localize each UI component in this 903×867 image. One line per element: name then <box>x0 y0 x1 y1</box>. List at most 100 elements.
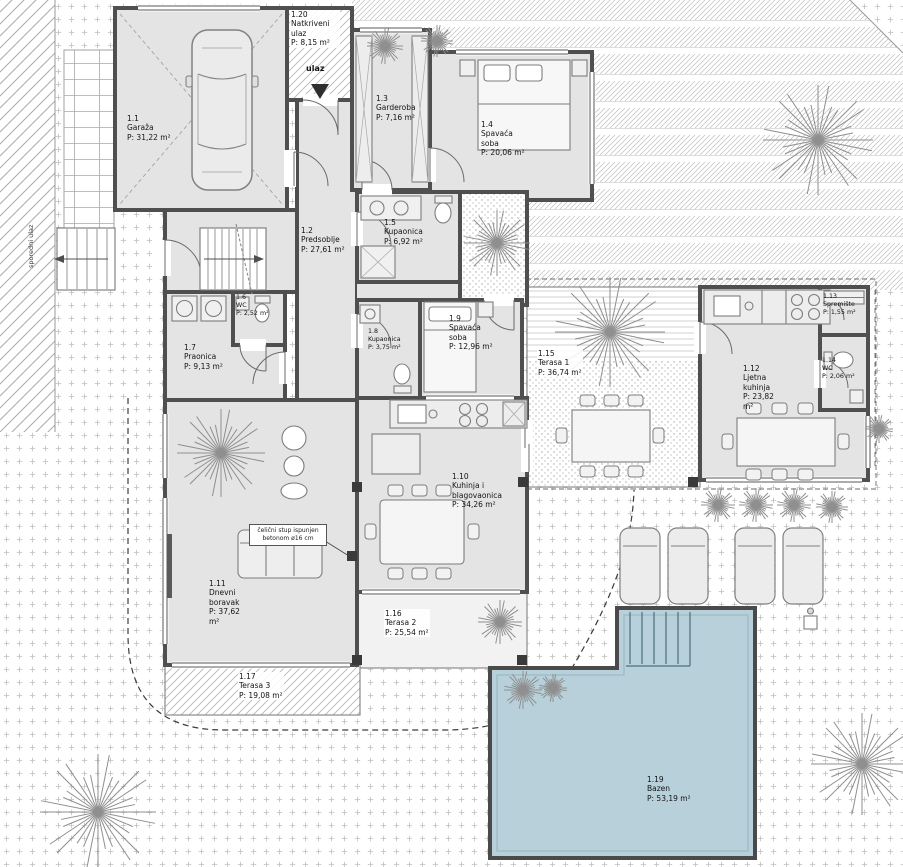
bed-2 <box>423 301 494 393</box>
room-number: 1.8 <box>368 328 379 335</box>
room-area: P: 2,52 m² <box>236 309 269 317</box>
room-name: Garderoba <box>376 103 416 113</box>
room-label-terrace-3: 1.17 Terasa 3 P: 19,08 m² <box>238 672 284 701</box>
room-area: P: 36,74 m² <box>538 367 582 377</box>
storage-shelf <box>823 290 865 305</box>
room-number: 1.2 <box>301 226 313 235</box>
furniture <box>54 13 865 630</box>
room-label-kitchen-dining: 1.10 Kuhinja i blagovaonica P: 34,26 m² <box>452 472 508 510</box>
terrace-table <box>555 394 665 478</box>
room-number: 1.4 <box>481 120 493 129</box>
room-area: P: 6,92 m² <box>384 236 423 246</box>
bathroom-2-fixtures <box>359 304 412 394</box>
room-area: P: 31,22 m² <box>127 132 171 142</box>
pool <box>488 606 757 860</box>
road-strip <box>0 0 56 432</box>
room-label-garage: 1.1 Garaža P: 31,22 m² <box>127 114 171 142</box>
room-name: Kupaonica <box>368 335 401 343</box>
room-name: Natkriveni ulaz <box>291 19 330 38</box>
wc-2-fixtures <box>823 351 864 404</box>
room-name: Praonica <box>184 352 217 362</box>
laundry-appliances <box>171 295 227 322</box>
wardrobe-closets <box>355 35 429 183</box>
room-label-bedroom-2: 1.9 Spavaća soba P: 12,96 m² <box>449 314 493 352</box>
bathroom-1-fixtures <box>360 195 453 279</box>
room-number: 1.12 <box>743 364 760 373</box>
room-name: Spavaća soba <box>481 129 513 148</box>
room-name: Terasa 1 <box>538 358 570 368</box>
room-area: P: 8,15 m² <box>291 38 330 48</box>
room-label-covered-entry: 1.20 Natkriveni ulaz P: 8,15 m² <box>290 10 340 48</box>
entrance-arrow-icon <box>311 84 329 99</box>
room-name: Kupaonica <box>384 227 423 237</box>
room-number: 1.6 <box>236 294 247 301</box>
room-area: P: 2,06 m² <box>822 372 855 380</box>
room-label-bedroom-1: 1.4 Spavaća soba P: 20,06 m² <box>481 120 525 158</box>
room-name: Dnevni boravak <box>209 588 240 607</box>
room-number: 1.3 <box>376 94 388 103</box>
room-name: Predsoblje <box>301 235 340 245</box>
note-leader-line <box>324 540 350 557</box>
car-icon <box>185 29 259 191</box>
room-number: 1.13 <box>823 293 838 300</box>
room-label-summer-kitchen: 1.12 Ljetna kuhinja P: 23,82 m² <box>743 364 783 411</box>
tv-icon <box>167 534 172 598</box>
room-label-living: 1.11 Dnevni boravak P: 37,62 m² <box>209 579 251 626</box>
side-entrance-label: sporedni ulaz <box>27 224 35 268</box>
room-number: 1.11 <box>209 579 226 588</box>
room-label-terrace-2: 1.16 Terasa 2 P: 25,54 m² <box>384 609 430 638</box>
room-name: WC <box>822 364 833 372</box>
deck-corner-line <box>849 0 903 54</box>
room-area: P: 34,26 m² <box>452 500 496 510</box>
bed-1 <box>459 59 588 151</box>
room-name: Bazen <box>647 784 671 794</box>
room-label-bathroom-2: 1.8 Kupaonica P: 3,75 m² <box>368 328 401 352</box>
room-area: P: 7,16 m² <box>376 112 415 122</box>
room-label-wardrobe: 1.3 Garderoba P: 7,16 m² <box>376 94 416 122</box>
room-number: 1.14 <box>822 357 837 364</box>
kitchen-counter <box>371 399 528 475</box>
doors <box>159 94 849 472</box>
entrance-label: ulaz <box>306 64 325 73</box>
room-area: P: 27,61 m² <box>301 244 345 254</box>
summer-kitchen-counter <box>703 289 831 325</box>
room-name: Ljetna kuhinja <box>743 373 771 392</box>
room-number: 1.9 <box>449 314 461 323</box>
room-area: P: 9,13 m² <box>184 361 223 371</box>
room-name: Terasa 2 <box>385 618 417 628</box>
pool-steps <box>626 612 691 667</box>
room-number: 1.20 <box>291 10 308 19</box>
room-label-laundry: 1.7 Praonica P: 9,13 m² <box>184 343 223 371</box>
room-number: 1.10 <box>452 472 469 481</box>
room-area: P: 37,62 m² <box>209 607 240 626</box>
room-label-wc-1: 1.6 WC P: 2,52 m² <box>236 294 269 318</box>
room-name: Kuhinja i blagovaonica <box>452 481 502 500</box>
room-name: Spavaća soba <box>449 323 481 342</box>
room-label-terrace-1: 1.15 Terasa 1 P: 36,74 m² <box>537 349 583 378</box>
room-number: 1.16 <box>385 609 402 618</box>
room-name: Terasa 3 <box>239 681 271 691</box>
room-area: P: 1,55 m² <box>823 308 856 316</box>
room-area: P: 12,96 m² <box>449 342 493 352</box>
room-name: WC <box>236 301 247 309</box>
coffee-tables <box>280 425 308 500</box>
room-number: 1.1 <box>127 114 139 123</box>
room-number: 1.19 <box>647 775 664 784</box>
room-label-wc-2: 1.14 WC P: 2,06 m² <box>822 357 855 381</box>
dining-table <box>364 484 480 580</box>
exterior-stairs <box>54 227 116 291</box>
room-label-hall: 1.2 Predsoblje P: 27,61 m² <box>301 226 345 254</box>
room-name: Spremište <box>823 300 855 308</box>
room-label-storage: 1.13 Spremište P: 1,55 m² <box>823 293 856 317</box>
room-label-pool: 1.19 Bazen P: 53,19 m² <box>647 775 691 803</box>
room-hall-corridor <box>357 282 460 300</box>
room-area: P: 19,08 m² <box>239 690 283 700</box>
wc-1-fixtures <box>235 295 271 323</box>
room-area: P: 25,54 m² <box>385 627 429 637</box>
room-number: 1.17 <box>239 672 256 681</box>
paver-strip <box>63 49 115 233</box>
outdoor-shower-icon <box>803 607 818 630</box>
room-hall <box>295 98 359 422</box>
room-area: P: 53,19 m² <box>647 793 691 803</box>
